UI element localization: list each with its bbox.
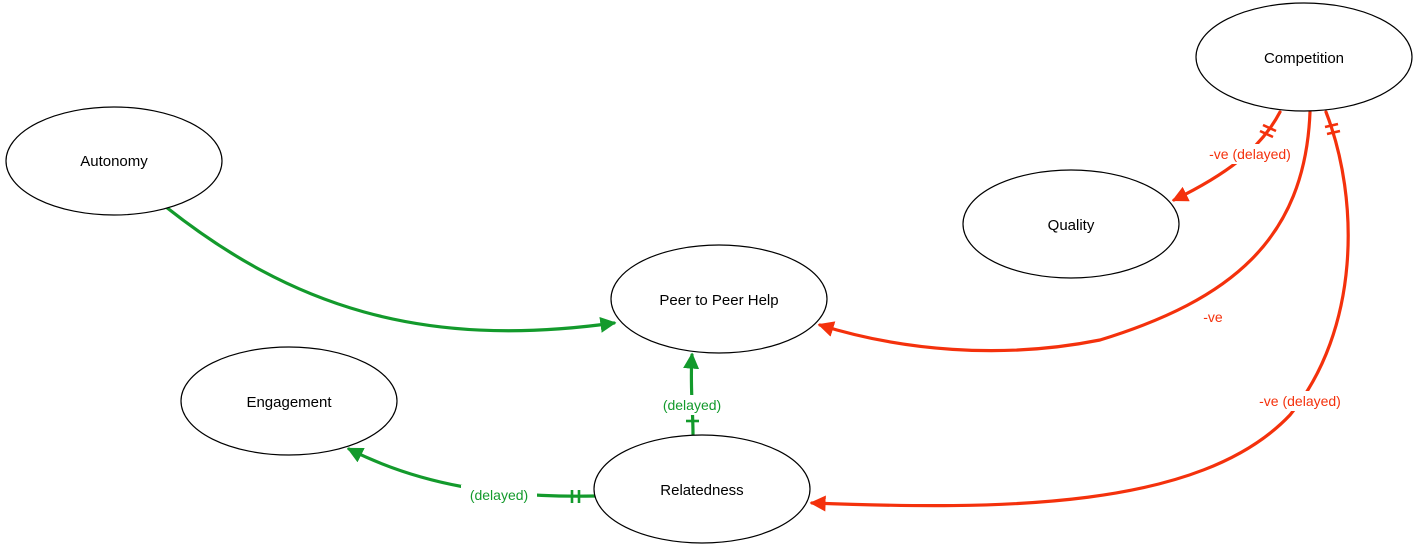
edge-label-background [655, 395, 729, 415]
node-competition[interactable]: Competition [1195, 2, 1413, 112]
edge-label-competition-to-quality: -ve (delayed) [1209, 146, 1291, 162]
edge-label-competition-to-peer-help: -ve [1203, 309, 1223, 325]
node-engagement-ellipse [180, 346, 398, 456]
node-competition-label: Competition [1264, 50, 1344, 67]
node-relatedness-ellipse [593, 434, 811, 544]
edge-competition-to-relatedness-line [809, 110, 1350, 512]
delay-mark [1324, 122, 1339, 129]
edge-competition-to-quality: -ve (delayed) [1171, 110, 1300, 202]
node-peer-to-peer-help-label: Peer to Peer Help [659, 292, 778, 309]
edge-relatedness-to-peer-help: (delayed) [655, 352, 729, 436]
node-peer-to-peer-help-ellipse [610, 244, 828, 354]
edge-autonomy-to-peer-help-line [164, 205, 617, 333]
edge-label-background [1200, 144, 1300, 164]
edge-competition-to-relatedness: -ve (delayed) [809, 110, 1350, 512]
node-autonomy[interactable]: Autonomy [5, 106, 223, 216]
edge-label-background [461, 485, 537, 505]
edge-label-competition-to-relatedness: -ve (delayed) [1259, 393, 1341, 409]
node-relatedness[interactable]: Relatedness [593, 434, 811, 544]
node-autonomy-ellipse [5, 106, 223, 216]
node-engagement[interactable]: Engagement [180, 346, 398, 456]
node-quality-label: Quality [1048, 217, 1095, 234]
node-competition-ellipse [1195, 2, 1413, 112]
node-quality[interactable]: Quality [962, 169, 1180, 279]
delay-mark [1259, 129, 1274, 139]
node-peer-to-peer-help[interactable]: Peer to Peer Help [610, 244, 828, 354]
node-relatedness-label: Relatedness [660, 482, 743, 499]
edge-competition-to-peer-help-line [817, 110, 1312, 353]
edge-label-background [1250, 391, 1350, 411]
node-autonomy-label: Autonomy [80, 153, 148, 170]
edge-autonomy-to-peer-help [164, 205, 617, 333]
edge-label-relatedness-to-engagement: (delayed) [470, 487, 528, 503]
delay-mark [1326, 129, 1341, 136]
node-engagement-label: Engagement [246, 394, 332, 411]
edge-label-background [1195, 307, 1231, 327]
edge-competition-to-peer-help: -ve [817, 110, 1312, 353]
node-quality-ellipse [962, 169, 1180, 279]
edge-relatedness-to-engagement: (delayed) [346, 447, 597, 505]
delay-mark [1262, 123, 1277, 133]
edge-label-relatedness-to-peer-help: (delayed) [663, 397, 721, 413]
